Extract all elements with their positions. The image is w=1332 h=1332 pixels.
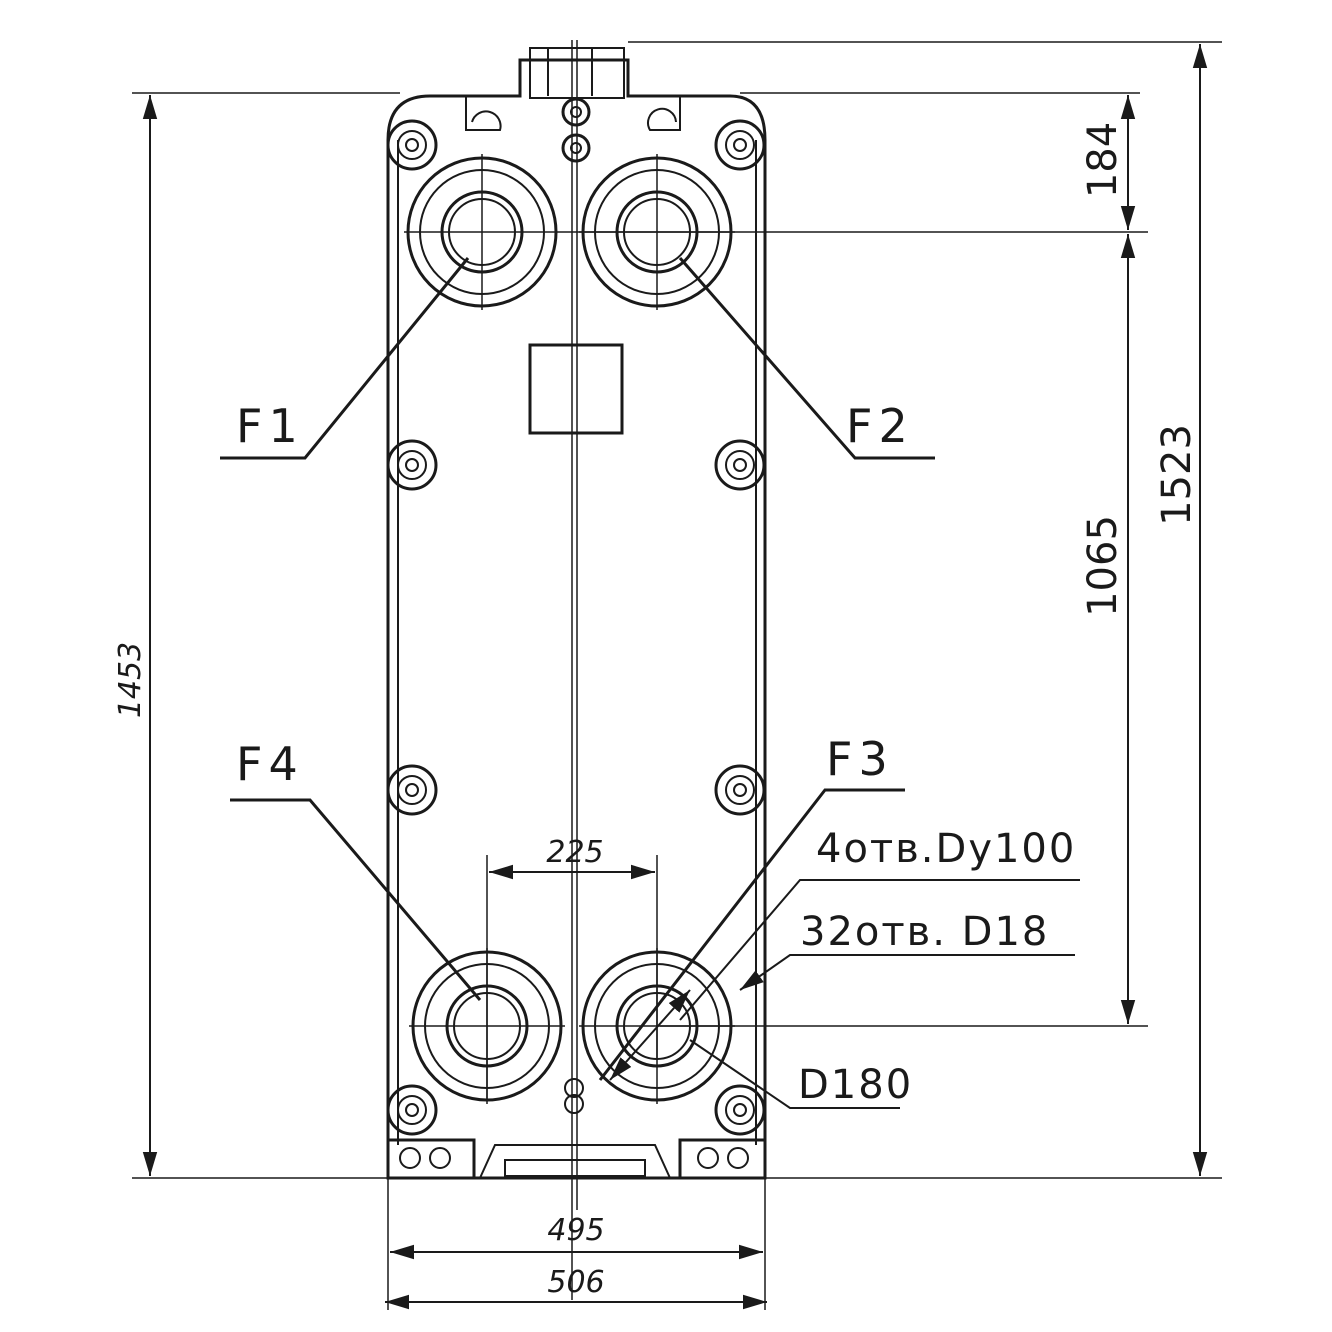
dim-frame-height: 1453	[113, 92, 400, 1179]
dim-port-spacing-vertical: 1065	[660, 234, 1148, 1027]
dim-overall-width: 506	[385, 1265, 767, 1310]
nameplate-rect	[528, 343, 624, 435]
dim-port-spacing-horizontal: 225	[486, 835, 658, 1100]
dim-184: 184	[1080, 122, 1126, 198]
port-f1	[404, 154, 560, 310]
leader-f3: F3	[598, 732, 905, 1081]
label-f4: F4	[236, 737, 304, 791]
note-bolt-circle: D180	[798, 1062, 913, 1108]
frame-outline	[386, 40, 767, 1300]
leader-f4: F4	[230, 737, 482, 1001]
label-f3: F3	[826, 732, 894, 786]
dim-506: 506	[547, 1265, 604, 1300]
leader-bolt-holes: 32отв. D18	[739, 909, 1075, 991]
dim-top-offset: 184	[560, 92, 1148, 233]
dim-1523: 1523	[1154, 424, 1200, 526]
note-bolt-holes: 32отв. D18	[800, 909, 1049, 955]
dim-overall-height: 1523	[628, 41, 1222, 1179]
leader-bolt-circle: D180	[609, 989, 913, 1109]
dim-1065: 1065	[1080, 515, 1126, 617]
leader-f1: F1	[220, 257, 470, 460]
label-f1: F1	[236, 399, 304, 453]
dim-225: 225	[546, 835, 603, 870]
dim-1453: 1453	[113, 642, 148, 718]
note-flange-holes: 4отв.Dy100	[816, 826, 1076, 872]
leader-flange-holes: 4отв.Dy100	[679, 826, 1080, 1021]
dim-495: 495	[547, 1213, 604, 1248]
leader-f2: F2	[678, 257, 935, 460]
label-f2: F2	[846, 399, 914, 453]
tie-bolts	[386, 97, 766, 1169]
dim-frame-width: 495	[387, 1178, 766, 1310]
